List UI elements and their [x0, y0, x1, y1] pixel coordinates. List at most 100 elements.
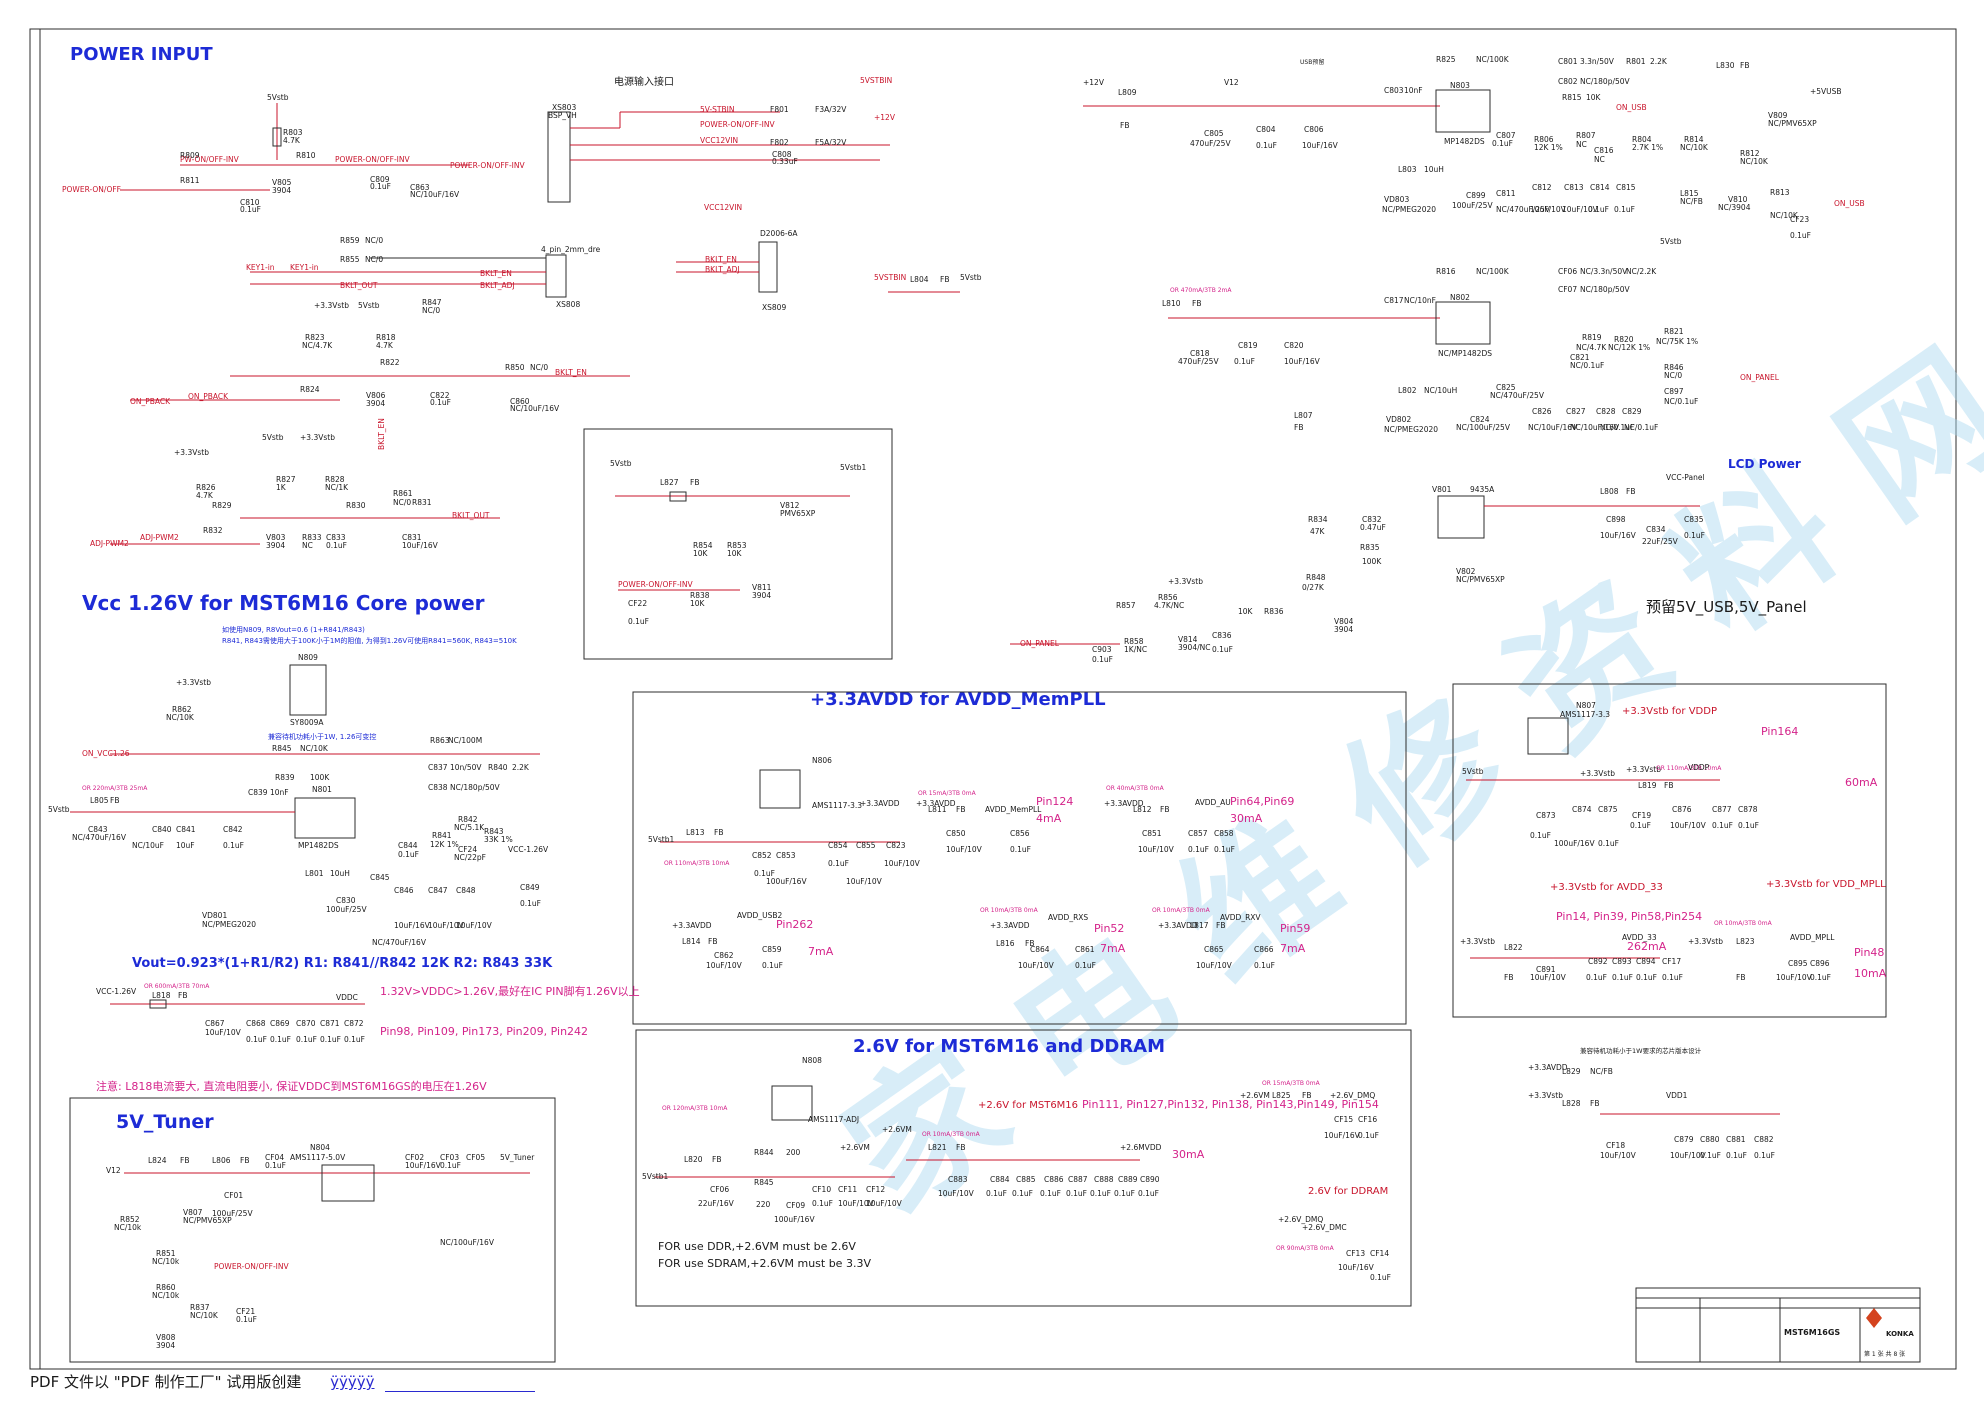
svg-text:FB: FB — [1590, 1099, 1599, 1108]
svg-text:0.1uF: 0.1uF — [1254, 961, 1275, 970]
svg-text:ADJ-PWM2: ADJ-PWM2 — [90, 539, 129, 548]
svg-text:AVDD_RXS: AVDD_RXS — [1048, 913, 1088, 922]
svg-text:R819: R819 — [1582, 333, 1602, 342]
svg-text:L804: L804 — [910, 275, 929, 284]
svg-text:10nF: 10nF — [270, 788, 289, 797]
svg-text:ON_VCC1.26: ON_VCC1.26 — [82, 749, 130, 758]
svg-text:V803: V803 — [266, 533, 286, 542]
svg-text:C824: C824 — [1470, 415, 1490, 424]
svg-text:NC/10k: NC/10k — [114, 1223, 142, 1232]
svg-text:AVDD_MemPLL: AVDD_MemPLL — [985, 805, 1042, 814]
svg-text:MST6M16GS: MST6M16GS — [1784, 1328, 1840, 1337]
svg-text:+3.3Vstb: +3.3Vstb — [174, 448, 209, 457]
svg-text:C845: C845 — [370, 873, 390, 882]
svg-text:CF16: CF16 — [1358, 1115, 1377, 1124]
svg-text:5Vstb1: 5Vstb1 — [642, 1172, 669, 1181]
svg-text:+3.3Vstb: +3.3Vstb — [1460, 937, 1495, 946]
svg-text:10uF/10V: 10uF/10V — [884, 859, 921, 868]
svg-text:FB: FB — [1120, 121, 1129, 130]
svg-text:L815: L815 — [1680, 189, 1699, 198]
svg-text:0.1uF: 0.1uF — [1586, 973, 1607, 982]
svg-text:C866: C866 — [1254, 945, 1274, 954]
svg-text:0.1uF: 0.1uF — [1090, 1189, 1111, 1198]
svg-text:C872: C872 — [344, 1019, 364, 1028]
svg-text:FB: FB — [1736, 973, 1745, 982]
svg-text:PMV65XP: PMV65XP — [780, 509, 816, 518]
svg-text:R859: R859 — [340, 236, 360, 245]
svg-text:3904: 3904 — [272, 186, 291, 195]
svg-text:+2.6MVDD: +2.6MVDD — [1120, 1143, 1162, 1152]
svg-text:3904/NC: 3904/NC — [1178, 643, 1210, 652]
svg-text:R825: R825 — [1436, 55, 1456, 64]
svg-text:C843: C843 — [88, 825, 108, 834]
svg-text:C850: C850 — [946, 829, 966, 838]
svg-text:+12V: +12V — [1083, 78, 1105, 87]
svg-text:V808: V808 — [156, 1333, 176, 1342]
svg-text:5VSTBIN: 5VSTBIN — [874, 273, 906, 282]
svg-text:100uF/16V: 100uF/16V — [766, 877, 807, 886]
svg-text:NC/180p/50V: NC/180p/50V — [450, 783, 501, 792]
svg-text:C817: C817 — [1384, 296, 1404, 305]
svg-text:AVDD_USB2: AVDD_USB2 — [737, 911, 782, 920]
svg-text:FB: FB — [712, 1155, 721, 1164]
svg-text:R833: R833 — [302, 533, 322, 542]
svg-text:R860: R860 — [156, 1283, 176, 1292]
svg-text:R844: R844 — [754, 1148, 774, 1157]
svg-text:NC/0: NC/0 — [393, 498, 411, 507]
svg-text:C897: C897 — [1664, 387, 1684, 396]
svg-text:OR 10mA/3TB 0mA: OR 10mA/3TB 0mA — [980, 907, 1039, 914]
svg-text:C865: C865 — [1204, 945, 1224, 954]
svg-text:R835: R835 — [1360, 543, 1380, 552]
svg-text:5V-STBIN: 5V-STBIN — [700, 105, 734, 114]
svg-text:C892: C892 — [1588, 957, 1608, 966]
vcc126-circuit: 如使用N809, R8Vout=0.6 (1+R841/R843) R841, … — [48, 625, 640, 1093]
svg-text:C849: C849 — [520, 883, 540, 892]
svg-text:C844: C844 — [398, 841, 418, 850]
svg-text:VD802: VD802 — [1386, 415, 1411, 424]
svg-text:NC/10K: NC/10K — [190, 1311, 219, 1320]
svg-text:C822: C822 — [430, 391, 450, 400]
svg-text:0.1uF: 0.1uF — [1234, 357, 1255, 366]
svg-text:NC/3904: NC/3904 — [1718, 203, 1751, 212]
svg-text:C891: C891 — [1536, 965, 1556, 974]
svg-text:Pin164: Pin164 — [1761, 725, 1798, 738]
svg-text:F802: F802 — [770, 138, 789, 147]
svg-text:R856: R856 — [1158, 593, 1178, 602]
svg-text:C860: C860 — [510, 397, 530, 406]
title-avdd: +3.3AVDD for AVDD_MemPLL — [810, 689, 1106, 710]
svg-text:C870: C870 — [296, 1019, 316, 1028]
svg-text:C869: C869 — [270, 1019, 290, 1028]
svg-text:L817: L817 — [1190, 921, 1209, 930]
svg-text:FB: FB — [1504, 973, 1513, 982]
svg-text:+3.3AVDD: +3.3AVDD — [1158, 921, 1198, 930]
svg-text:R834: R834 — [1308, 515, 1328, 524]
svg-text:10K: 10K — [727, 549, 743, 558]
svg-text:VCC12VIN: VCC12VIN — [704, 203, 742, 212]
svg-text:F5A/32V: F5A/32V — [815, 138, 847, 147]
svg-text:C867: C867 — [205, 1019, 225, 1028]
svg-text:NC/10K: NC/10K — [300, 744, 329, 753]
svg-text:AVDD_AU: AVDD_AU — [1195, 798, 1231, 807]
svg-text:C868: C868 — [246, 1019, 266, 1028]
svg-text:100K: 100K — [1362, 557, 1382, 566]
svg-text:C854: C854 — [828, 841, 848, 850]
svg-text:10uF/16V: 10uF/16V — [1302, 141, 1339, 150]
svg-text:R828: R828 — [325, 475, 345, 484]
svg-text:10nF: 10nF — [1404, 86, 1423, 95]
title-block: MST6M16GS KONKA 第 1 张 共 8 张 — [1635, 1287, 1921, 1363]
svg-text:C878: C878 — [1738, 805, 1758, 814]
svg-text:C813: C813 — [1564, 183, 1584, 192]
svg-text:+3.3Vstb: +3.3Vstb — [1580, 769, 1615, 778]
title-5v-tuner: 5V_Tuner — [116, 1111, 214, 1133]
svg-text:POWER-ON/OFF-INV: POWER-ON/OFF-INV — [618, 580, 694, 589]
svg-text:R857: R857 — [1116, 601, 1136, 610]
svg-text:7mA: 7mA — [1280, 942, 1306, 955]
svg-text:R848: R848 — [1306, 573, 1326, 582]
svg-text:V807: V807 — [183, 1208, 203, 1217]
svg-text:R861: R861 — [393, 489, 413, 498]
svg-text:ON_PBACK: ON_PBACK — [130, 397, 171, 406]
svg-text:R801: R801 — [1626, 57, 1646, 66]
svg-text:+3.3Vstb: +3.3Vstb — [1626, 765, 1661, 774]
svg-text:NC/PMV65XP: NC/PMV65XP — [1768, 119, 1817, 128]
svg-text:AVDD_33: AVDD_33 — [1622, 933, 1657, 942]
